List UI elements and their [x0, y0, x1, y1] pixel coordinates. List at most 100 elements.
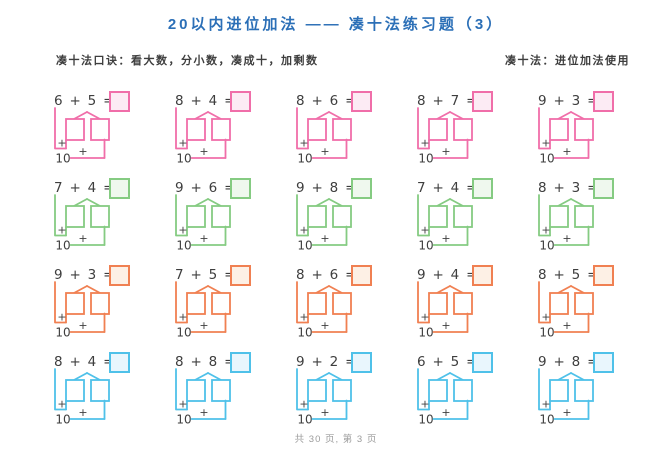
split-line-left: [315, 372, 330, 381]
plus-sign-left: +: [541, 398, 550, 411]
part-box-right[interactable]: [453, 292, 473, 315]
part-box-left[interactable]: [65, 118, 85, 141]
carry-line-left: [296, 281, 309, 324]
plus-sign-left: +: [178, 137, 187, 150]
part-box-right[interactable]: [332, 379, 352, 402]
answer-box[interactable]: [472, 265, 493, 286]
part-box-left[interactable]: [428, 292, 448, 315]
part-box-right[interactable]: [211, 205, 231, 228]
part-box-left[interactable]: [307, 118, 327, 141]
answer-box[interactable]: [351, 352, 372, 373]
answer-box[interactable]: [472, 178, 493, 199]
part-box-left[interactable]: [186, 292, 206, 315]
part-box-left[interactable]: [186, 379, 206, 402]
answer-box[interactable]: [230, 265, 251, 286]
tips-bar: 凑十法口诀：看大数，分小数，凑成十，加剩数 凑十法：进位加法使用: [56, 52, 630, 68]
part-box-left[interactable]: [549, 379, 569, 402]
problem-cell-r2c4: 7 + 4 =+10+: [417, 178, 493, 253]
part-box-right[interactable]: [574, 379, 594, 402]
part-box-left[interactable]: [307, 205, 327, 228]
carry-line-left: [175, 194, 188, 237]
carry-line-left: [175, 107, 188, 150]
ten-label: 10: [176, 413, 191, 427]
problem-cell-r3c2: 7 + 5 =+10+: [175, 265, 251, 340]
part-box-right[interactable]: [574, 118, 594, 141]
part-box-right[interactable]: [332, 205, 352, 228]
answer-box[interactable]: [351, 178, 372, 199]
answer-box[interactable]: [109, 178, 130, 199]
answer-box[interactable]: [593, 178, 614, 199]
plus-sign-bottom: +: [441, 232, 450, 245]
part-box-left[interactable]: [428, 379, 448, 402]
answer-box[interactable]: [230, 91, 251, 112]
ten-label: 10: [418, 413, 433, 427]
split-line-right: [207, 285, 222, 294]
plus-sign-left: +: [178, 224, 187, 237]
carry-line-left: [538, 281, 551, 324]
part-box-left[interactable]: [549, 205, 569, 228]
answer-box[interactable]: [593, 265, 614, 286]
plus-sign-left: +: [420, 137, 429, 150]
answer-box[interactable]: [351, 91, 372, 112]
part-box-left[interactable]: [65, 379, 85, 402]
answer-box[interactable]: [472, 91, 493, 112]
answer-box[interactable]: [472, 352, 493, 373]
part-box-right[interactable]: [453, 379, 473, 402]
part-box-left[interactable]: [549, 118, 569, 141]
split-line-right: [86, 372, 101, 381]
part-box-left[interactable]: [186, 118, 206, 141]
answer-box[interactable]: [109, 91, 130, 112]
part-box-right[interactable]: [574, 205, 594, 228]
part-box-right[interactable]: [574, 292, 594, 315]
part-box-left[interactable]: [549, 292, 569, 315]
carry-line-left: [417, 194, 430, 237]
split-line-left: [73, 372, 88, 381]
part-box-left[interactable]: [428, 205, 448, 228]
equation-text: 9 + 2 =: [296, 354, 358, 370]
plus-sign-left: +: [178, 398, 187, 411]
answer-box[interactable]: [351, 265, 372, 286]
part-box-left[interactable]: [186, 205, 206, 228]
answer-box[interactable]: [593, 91, 614, 112]
answer-box[interactable]: [593, 352, 614, 373]
split-line-left: [194, 285, 209, 294]
part-box-right[interactable]: [332, 292, 352, 315]
ten-label: 10: [539, 152, 554, 166]
part-box-left[interactable]: [65, 205, 85, 228]
part-box-right[interactable]: [90, 118, 110, 141]
equation-text: 8 + 6 =: [296, 93, 358, 109]
part-box-right[interactable]: [90, 379, 110, 402]
problem-cell-r3c1: 9 + 3 =+10+: [54, 265, 130, 340]
ten-label: 10: [539, 239, 554, 253]
part-box-right[interactable]: [90, 292, 110, 315]
split-line-left: [315, 285, 330, 294]
part-box-right[interactable]: [90, 205, 110, 228]
problem-cell-r4c4: 6 + 5 =+10+: [417, 352, 493, 427]
part-box-right[interactable]: [453, 205, 473, 228]
plus-sign-bottom: +: [78, 232, 87, 245]
answer-box[interactable]: [109, 265, 130, 286]
carry-line-left: [175, 281, 188, 324]
part-box-right[interactable]: [211, 292, 231, 315]
split-line-right: [328, 285, 343, 294]
part-box-left[interactable]: [428, 118, 448, 141]
carry-line-left: [54, 194, 67, 237]
answer-box[interactable]: [230, 178, 251, 199]
answer-box[interactable]: [230, 352, 251, 373]
carry-line-left: [538, 107, 551, 150]
part-box-left[interactable]: [65, 292, 85, 315]
part-box-left[interactable]: [307, 379, 327, 402]
carry-line-left: [54, 107, 67, 150]
part-box-right[interactable]: [211, 379, 231, 402]
ten-label: 10: [418, 326, 433, 340]
answer-box[interactable]: [109, 352, 130, 373]
part-box-right[interactable]: [453, 118, 473, 141]
equation-text: 9 + 6 =: [175, 180, 237, 196]
part-box-right[interactable]: [211, 118, 231, 141]
split-line-left: [73, 285, 88, 294]
ten-label: 10: [418, 152, 433, 166]
equation-text: 7 + 5 =: [175, 267, 237, 283]
part-box-right[interactable]: [332, 118, 352, 141]
part-box-left[interactable]: [307, 292, 327, 315]
plus-sign-bottom: +: [441, 319, 450, 332]
